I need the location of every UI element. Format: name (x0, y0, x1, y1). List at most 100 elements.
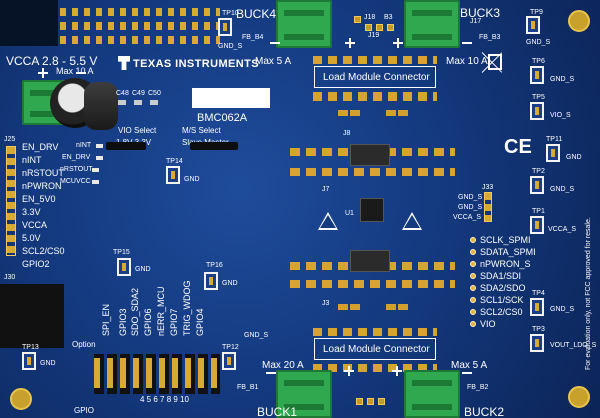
buck4-minus-icon (270, 42, 280, 44)
vertical-label-0: SPI_EN (101, 303, 111, 336)
top-pin-4[interactable] (387, 24, 394, 31)
right-pin-3[interactable] (470, 273, 476, 279)
right-pin-7[interactable] (470, 321, 476, 327)
tp16[interactable] (204, 272, 218, 290)
tp2-label: TP2 (532, 168, 545, 175)
bottom-left-current: Max 20 A (262, 360, 304, 371)
tp1[interactable] (530, 216, 544, 234)
tp12-label: TP12 (222, 344, 239, 351)
tp14[interactable] (166, 166, 180, 184)
bottom-pin-2[interactable] (367, 398, 374, 405)
signal-label-7: 5.0V (22, 233, 41, 243)
ms-select-label: M/S Select (182, 126, 221, 135)
led-0 (96, 144, 103, 148)
vertical-label-7: GPIO4 (195, 308, 205, 336)
signal-label-4: EN_5V0 (22, 194, 56, 204)
right-pin-5[interactable] (470, 297, 476, 303)
right-pin-2[interactable] (470, 261, 476, 267)
tp11[interactable] (546, 144, 560, 162)
j3-label: J3 (322, 300, 330, 307)
j33-vcca-s: VCCA_S (453, 214, 482, 221)
bottom-load-module-pads-lower (313, 364, 437, 372)
right-signal-1: SDATA_SPMI (480, 247, 536, 257)
c50-label: C50 (148, 90, 161, 97)
buck2-terminal[interactable] (404, 370, 460, 418)
weee-bin-icon (488, 54, 502, 70)
signal-label-8: SCL2/CS0 (22, 246, 65, 256)
right-pin-1[interactable] (470, 249, 476, 255)
fb-b4-label: FB_B4 (242, 34, 264, 41)
tp5[interactable] (530, 102, 544, 120)
vio-jumper[interactable] (106, 142, 146, 150)
top-left-block (0, 0, 58, 46)
j33-label: J33 (482, 184, 494, 191)
warning-right-icon (402, 212, 422, 230)
tp6[interactable] (530, 66, 544, 84)
tp15-gnd: GND (135, 266, 151, 273)
tp13-gnd: GND (40, 360, 56, 367)
signal-label-0: EN_DRV (22, 142, 59, 152)
tp1-vcca: VCCA_S (548, 226, 577, 233)
ms-jumper[interactable] (190, 142, 238, 150)
signal-label-2: nRSTOUT (22, 168, 64, 178)
j25-label: J25 (4, 136, 16, 143)
right-pin-6[interactable] (470, 309, 476, 315)
top-left-header (60, 8, 220, 48)
tp10[interactable] (218, 18, 232, 36)
brand-name: TEXAS INSTRUMENTS (133, 58, 259, 70)
right-pin-4[interactable] (470, 285, 476, 291)
j33-gnd-s-1: GND_S (458, 194, 483, 201)
top-pin-3[interactable] (376, 24, 383, 31)
tp3-vout: VOUT_LDO_S (550, 342, 597, 349)
bottom-load-module-label: Load Module Connector (323, 344, 430, 355)
tp13-label: TP13 (22, 344, 39, 351)
cap-left-1 (118, 100, 126, 105)
vio-select-label: VIO Select (118, 126, 157, 135)
option-label: Option (72, 340, 96, 349)
cap-left-2 (134, 100, 142, 105)
vcca-plus-icon (38, 68, 48, 78)
tp6-gnd: GND_S (550, 76, 575, 83)
fb-b2-label: FB_B2 (467, 384, 489, 391)
buck3-terminal[interactable] (404, 0, 460, 48)
buck1-terminal[interactable] (276, 370, 332, 418)
bottom-right-current: Max 5 A (451, 360, 488, 371)
tp16-gnd: GND (222, 280, 238, 287)
tp9[interactable] (526, 16, 540, 34)
bottom-pin-3[interactable] (378, 398, 385, 405)
top-pin-2[interactable] (365, 24, 372, 31)
buck4-terminal[interactable] (276, 0, 332, 48)
inductor-top (350, 144, 390, 166)
tp3[interactable] (530, 334, 544, 352)
tp4[interactable] (530, 298, 544, 316)
bottom-pin-1[interactable] (356, 398, 363, 405)
tp12[interactable] (222, 352, 236, 370)
vertical-label-3: GPIO6 (143, 308, 153, 336)
right-signal-3: SDA1/SDI (480, 271, 522, 281)
tp5-vio: VIO_S (550, 112, 571, 119)
vertical-label-1: GPIO3 (118, 308, 128, 336)
ce-mark: CE (504, 136, 532, 158)
buck3-minus-icon (462, 42, 472, 44)
right-pin-0[interactable] (470, 237, 476, 243)
right-signal-2: nPWRON_S (480, 259, 531, 269)
left-header-pin[interactable] (6, 146, 16, 256)
right-signal-5: SCL1/SCK (480, 295, 524, 305)
cap-b (350, 110, 360, 116)
tp13[interactable] (22, 352, 36, 370)
mounting-hole-top-right (568, 10, 590, 32)
tp2[interactable] (530, 176, 544, 194)
j18-label: J18 (364, 14, 376, 21)
top-load-module-pads-upper (313, 56, 437, 64)
buck4-label: BUCK4 (236, 7, 277, 21)
c49-label: C49 (132, 90, 145, 97)
cap-e (338, 304, 348, 310)
tp15[interactable] (117, 258, 131, 276)
tp9-label: TP9 (530, 9, 543, 16)
tp2-gnd: GND_S (550, 186, 575, 193)
tp4-label: TP4 (532, 290, 545, 297)
right-signal-4: SDA2/SDO (480, 283, 526, 293)
tp9-gnd: GND_S (526, 39, 551, 46)
j33-pins[interactable] (484, 192, 492, 222)
top-pin-1[interactable] (354, 16, 361, 23)
